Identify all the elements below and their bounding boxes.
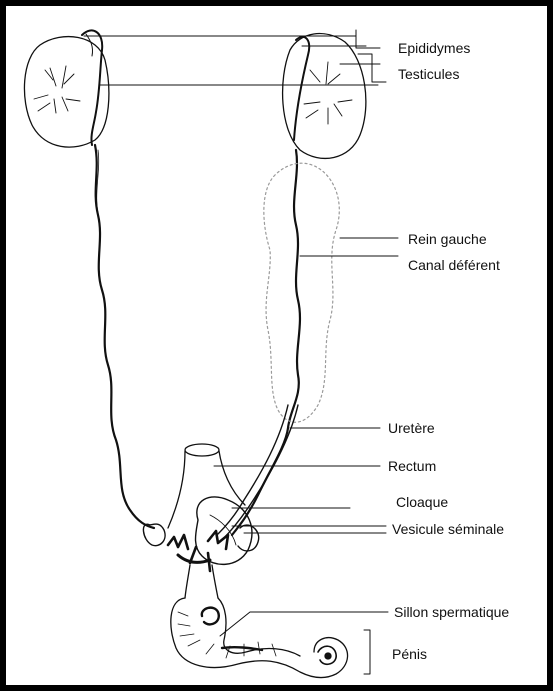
left-canal-deferent [95, 145, 154, 528]
right-seminal-vesicle [238, 525, 259, 551]
right-canal-deferent [232, 150, 300, 535]
label-rein-gauche: Rein gauche [408, 231, 487, 247]
left-testis [24, 37, 108, 148]
label-epididymes: Epididymes [398, 40, 470, 56]
label-testicules: Testicules [398, 66, 459, 82]
label-sillon-spermatique: Sillon spermatique [394, 604, 509, 620]
rectum-top [185, 444, 219, 456]
right-epididymis [294, 37, 309, 140]
cloaca [196, 497, 252, 564]
right-testis [283, 34, 366, 159]
label-penis: Pénis [392, 646, 427, 662]
label-vesicule-seminale: Vesicule séminale [392, 521, 504, 537]
label-uretere: Uretère [388, 420, 435, 436]
label-cloaque: Cloaque [396, 494, 448, 510]
sillon-spermatique [202, 608, 219, 625]
label-canal-deferent: Canal déférent [408, 257, 500, 273]
left-kidney [264, 163, 339, 422]
penis [171, 598, 348, 678]
label-rectum: Rectum [388, 458, 436, 474]
